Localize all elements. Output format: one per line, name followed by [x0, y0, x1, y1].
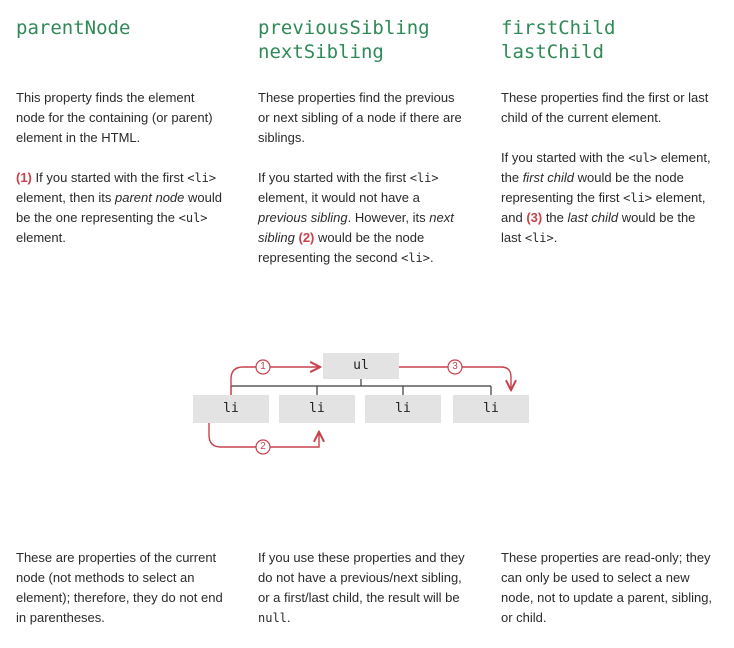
code-li: <li> — [409, 171, 439, 185]
column-parentnode: parentNode This property finds the eleme… — [16, 16, 226, 248]
term-parent-node: parent node — [115, 190, 185, 205]
text: would be the node representing the secon… — [258, 230, 425, 265]
text: element. — [16, 230, 66, 245]
heading-parentnode: parentNode — [16, 17, 131, 39]
term-last-child: last child — [567, 210, 619, 225]
text: would be the one representing the — [16, 190, 222, 225]
tree-connector — [230, 379, 492, 395]
code-null: null — [258, 611, 287, 625]
description-siblings: These properties find the previous or ne… — [258, 90, 462, 145]
code-li: <li> — [524, 231, 554, 245]
column-children: firstChild lastChild These properties fi… — [501, 16, 716, 248]
text: element, the — [501, 150, 711, 185]
text: element, and — [501, 190, 706, 225]
text: element, it would not have a — [258, 190, 420, 205]
text: . — [553, 230, 558, 245]
example-parentnode: (1) If you started with the first <li> e… — [16, 168, 226, 248]
heading-lastchild: lastChild — [501, 41, 604, 63]
node-li-2: li — [279, 395, 355, 423]
example-children: If you started with the <ul> element, th… — [501, 148, 716, 248]
note-readonly-text: These properties are read-only; they can… — [501, 550, 713, 625]
marker-label-1: 1 — [260, 361, 266, 372]
arrow-next-sibling — [208, 423, 319, 448]
description-children: These properties find the first or last … — [501, 90, 709, 125]
heading-nextsibling: nextSibling — [258, 41, 384, 63]
example-siblings: If you started with the first <li> eleme… — [258, 168, 468, 268]
arrow-last-child — [399, 366, 511, 389]
code-li: <li> — [187, 171, 217, 185]
text: would be the last — [501, 210, 696, 245]
text: element, then its — [16, 190, 115, 205]
text: the — [542, 210, 568, 225]
note-properties: These are properties of the current node… — [16, 548, 226, 628]
text: . — [286, 610, 291, 625]
text: If you started with the first — [31, 170, 188, 185]
text: . — [430, 250, 434, 265]
term-next-sibling: next sibling — [258, 210, 454, 245]
note-readonly: These properties are read-only; they can… — [501, 548, 716, 628]
marker-circle-3 — [447, 359, 463, 375]
description-parentnode: This property finds the element node for… — [16, 90, 213, 145]
note-null-text: If you use these properties and they do … — [258, 548, 468, 628]
term-first-child: first child — [522, 170, 574, 185]
marker-1: (1) — [16, 170, 32, 185]
code-ul: <ul> — [178, 211, 208, 225]
heading-previoussibling: previousSibling — [258, 17, 430, 39]
column-siblings: previousSibling nextSibling These proper… — [258, 16, 468, 268]
code-li: <li> — [401, 251, 431, 265]
text: would be the node representing the first — [501, 170, 684, 205]
node-ul: ul — [323, 353, 399, 379]
marker-label-3: 3 — [452, 361, 458, 372]
dom-tree-diagram: 1 2 3 ul li li li li — [185, 345, 535, 465]
marker-3: (3) — [526, 210, 543, 225]
diagram-lines — [208, 359, 535, 455]
text: . However, its — [347, 210, 430, 225]
note-null: If you use these properties and they do … — [258, 548, 468, 628]
marker-2: (2) — [298, 230, 315, 245]
text: If you started with the — [501, 150, 629, 165]
heading-firstchild: firstChild — [501, 17, 616, 39]
note-properties-text: These are properties of the current node… — [16, 550, 223, 625]
text: If you use these properties and they do … — [258, 550, 465, 605]
marker-circle-2 — [255, 439, 271, 455]
marker-circle-1 — [255, 359, 271, 375]
code-ul: <ul> — [628, 151, 658, 165]
text: If you started with the first — [258, 170, 410, 185]
term-previous-sibling: previous sibling — [258, 210, 348, 225]
node-li-3: li — [365, 395, 441, 423]
arrow-parent-node — [230, 367, 319, 395]
code-li: <li> — [623, 191, 653, 205]
marker-label-2: 2 — [260, 441, 266, 452]
node-li-1: li — [193, 395, 269, 423]
node-li-4: li — [453, 395, 529, 423]
